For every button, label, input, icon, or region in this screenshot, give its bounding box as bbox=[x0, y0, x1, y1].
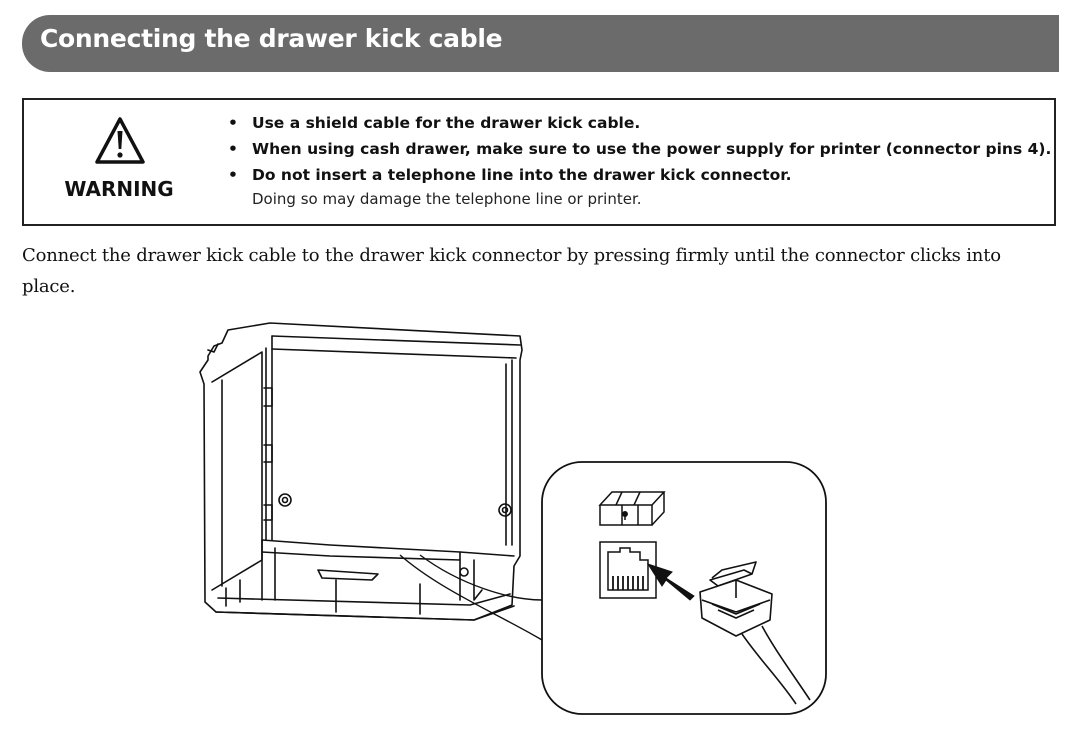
warning-box: WARNING • Use a shield cable for the dra… bbox=[22, 98, 1056, 226]
warning-item: • Use a shield cable for the drawer kick… bbox=[222, 110, 1051, 136]
zoom-leader-lines bbox=[399, 554, 543, 641]
drawer-kick-port-icon bbox=[599, 541, 657, 599]
warning-icon-area: WARNING bbox=[24, 100, 214, 224]
warning-item: • When using cash drawer, make sure to u… bbox=[222, 136, 1051, 162]
warning-item: • Do not insert a telephone line into th… bbox=[222, 162, 1051, 210]
section-header: Connecting the drawer kick cable bbox=[22, 15, 1059, 72]
modular-plug-cable-icon bbox=[699, 561, 811, 705]
bullet: • bbox=[228, 140, 238, 158]
warning-item-text: Use a shield cable for the drawer kick c… bbox=[252, 114, 641, 132]
warning-item-subtext: Doing so may damage the telephone line o… bbox=[252, 190, 642, 208]
printer-rear-view bbox=[199, 322, 523, 621]
zoom-callout bbox=[541, 461, 827, 715]
insert-arrow-icon bbox=[646, 563, 695, 601]
warning-item-text: When using cash drawer, make sure to use… bbox=[252, 140, 1052, 158]
bullet: • bbox=[228, 114, 238, 132]
warning-triangle-icon bbox=[95, 117, 145, 164]
warning-label: WARNING bbox=[64, 177, 174, 201]
instruction-paragraph: Connect the drawer kick cable to the dra… bbox=[22, 245, 1001, 297]
connector-cover-icon bbox=[598, 491, 666, 526]
warning-list: • Use a shield cable for the drawer kick… bbox=[222, 110, 1051, 210]
bullet: • bbox=[228, 166, 238, 184]
section-title: Connecting the drawer kick cable bbox=[40, 24, 503, 53]
warning-item-text: Do not insert a telephone line into the … bbox=[252, 166, 792, 184]
